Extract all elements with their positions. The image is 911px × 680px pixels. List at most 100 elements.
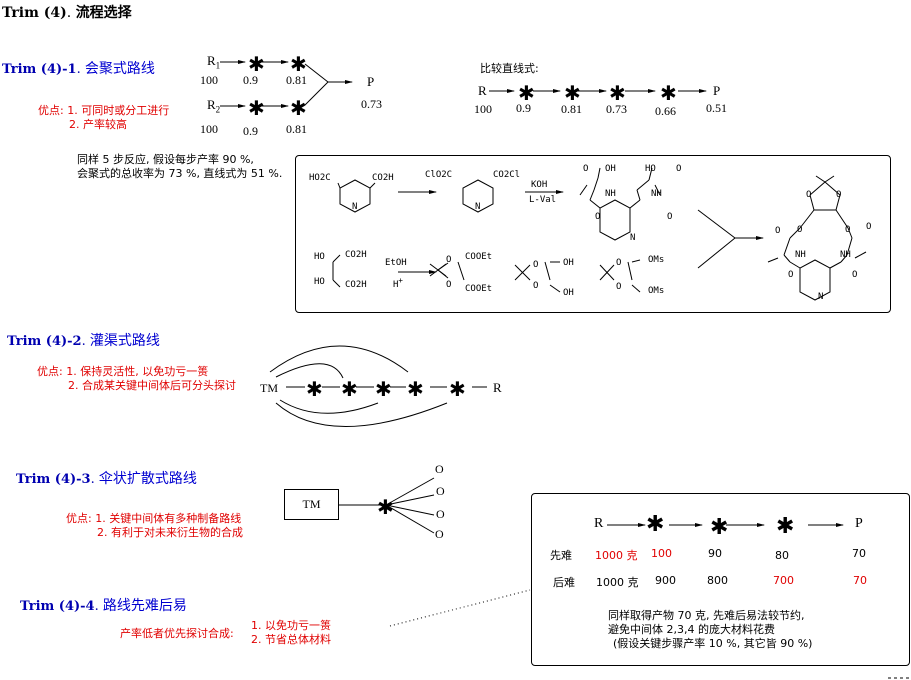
- section2-code: Trim (4)-2: [7, 334, 82, 349]
- reagent-label: L-Val: [529, 195, 557, 205]
- section1-code: Trim (4)-1: [2, 62, 77, 77]
- intermediate-star-icon: ✱: [776, 514, 795, 539]
- chem-label: N: [630, 233, 636, 243]
- yield-cell: 80: [775, 549, 789, 562]
- advantage-item: 1. 保持灵活性, 以免功亏一篑: [66, 365, 209, 378]
- yield-cell: 100: [651, 547, 672, 560]
- page-title-sep: .: [66, 5, 76, 21]
- merge-line: [304, 63, 329, 83]
- chem-label: O: [667, 212, 673, 222]
- reagent-label: EtOH: [385, 258, 407, 268]
- section3-advantages: 优点: 1. 关键中间体有多种制备路线 2. 有利于对未来衍生物的合成: [66, 512, 243, 540]
- product-label: P: [367, 74, 375, 89]
- section3-title: 伞状扩散式路线: [98, 471, 197, 487]
- chem-label: CO2H: [345, 250, 367, 260]
- intermediate-star-icon: ✱: [710, 515, 729, 540]
- product-yield: 0.73: [361, 97, 382, 111]
- chem-label: CO2H: [372, 173, 394, 183]
- yield-value: 0.73: [606, 102, 627, 116]
- chem-label: O: [533, 260, 539, 270]
- chem-label: O: [788, 270, 794, 280]
- branch2-start: R2: [207, 97, 221, 115]
- chem-label: ClO2C: [425, 170, 453, 180]
- chem-label: O: [676, 164, 682, 174]
- target-molecule-label: TM: [260, 381, 278, 395]
- yield-note: 同样取得产物 70 克, 先难后易法较节约, 避免中间体 2,3,4 的庞大材料…: [608, 609, 812, 651]
- branch-product: O: [435, 462, 444, 476]
- page-title-text: 流程选择: [75, 5, 132, 21]
- intermediate-star-icon: ✱: [290, 52, 307, 76]
- note-line: 同样取得产物 70 克, 先难后易法较节约,: [608, 609, 805, 622]
- yield-value: 0.66: [655, 104, 676, 118]
- yield-value: 0.9: [516, 101, 531, 115]
- section4-heading: Trim (4)-4. 路线先难后易: [20, 598, 187, 614]
- advantage-item: 1. 关键中间体有多种制备路线: [95, 512, 242, 525]
- chem-label: N: [352, 202, 358, 212]
- chem-label: O: [866, 222, 872, 232]
- branch-product: O: [436, 507, 445, 521]
- chem-label: NH: [795, 250, 806, 260]
- page-title-code: Trim (4): [2, 5, 67, 21]
- reagent-label: KOH: [531, 180, 548, 190]
- section4-title: 路线先难后易: [102, 598, 187, 614]
- yield-value: 100: [200, 73, 218, 87]
- chem-label: COOEt: [465, 252, 493, 262]
- chem-label: COOEt: [465, 284, 493, 294]
- advantages-label: 优点:: [38, 104, 64, 117]
- chem-label: O: [836, 190, 842, 200]
- intermediate-star-icon: ✱: [518, 81, 535, 105]
- intermediate-star-icon: ✱: [564, 81, 581, 105]
- yield-value: 0.51: [706, 101, 727, 115]
- chem-label: HO: [314, 277, 325, 287]
- intermediate-star-icon: ✱: [660, 81, 677, 105]
- section2-heading: Trim (4)-2. 灌渠式路线: [7, 333, 160, 349]
- chem-label: CO2Cl: [493, 170, 521, 180]
- chem-label: O: [616, 282, 622, 292]
- table-end: P: [855, 516, 863, 531]
- row-label: 后难: [553, 576, 575, 589]
- chem-label: O: [775, 226, 781, 236]
- reason-item: 2. 节省总体材料: [251, 633, 331, 646]
- section1-heading: Trim (4)-1. 会聚式路线: [2, 61, 155, 77]
- advantages-label: 优点:: [66, 512, 92, 525]
- chem-label: N: [475, 202, 481, 212]
- yield-value: 0.9: [243, 73, 258, 87]
- yield-cell: 90: [708, 547, 722, 560]
- row-label: 先难: [550, 549, 572, 562]
- branch-arc: [275, 363, 344, 379]
- intermediate-star-icon: ✱: [609, 81, 626, 105]
- intermediate-star-icon: ✱: [290, 96, 307, 120]
- chem-label: OMs: [648, 255, 665, 265]
- chem-label: O: [583, 164, 589, 174]
- intermediate-star-icon: ✱: [449, 377, 466, 401]
- intermediate-star-icon: ✱: [248, 52, 265, 76]
- note-line: (假设关键步骤产率 10 %, 其它皆 90 %): [613, 637, 813, 650]
- branch-product: O: [436, 484, 445, 498]
- note-line: 同样 5 步反应, 假设每步产率 90 %,: [77, 153, 254, 166]
- chem-label: OH: [563, 258, 574, 268]
- yield-value: 0.81: [286, 122, 307, 136]
- compare-end: P: [713, 83, 721, 98]
- section4-lead: 产率低者优先探讨合成:: [120, 627, 234, 640]
- yield-value: 0.9: [243, 124, 258, 138]
- intermediate-star-icon: ✱: [306, 377, 323, 401]
- advantages-label: 优点:: [37, 365, 63, 378]
- yield-cell: 70: [852, 547, 866, 560]
- chem-label: O: [806, 190, 812, 200]
- pyridine-ring: [462, 179, 494, 213]
- branch-product: O: [435, 527, 444, 541]
- advantage-item: 2. 有利于对未来衍生物的合成: [97, 526, 243, 539]
- chem-label: NH: [840, 250, 851, 260]
- subscript: 1: [215, 60, 221, 71]
- section3-heading: Trim (4)-3. 伞状扩散式路线: [16, 471, 197, 487]
- chem-label: N: [818, 292, 824, 302]
- section1-advantages: 优点: 1. 可同时或分工进行 2. 产率较高: [38, 104, 169, 132]
- yield-cell: 900: [655, 574, 676, 587]
- yield-value: 100: [474, 102, 492, 116]
- reason-item: 1. 以免功亏一篑: [251, 619, 331, 632]
